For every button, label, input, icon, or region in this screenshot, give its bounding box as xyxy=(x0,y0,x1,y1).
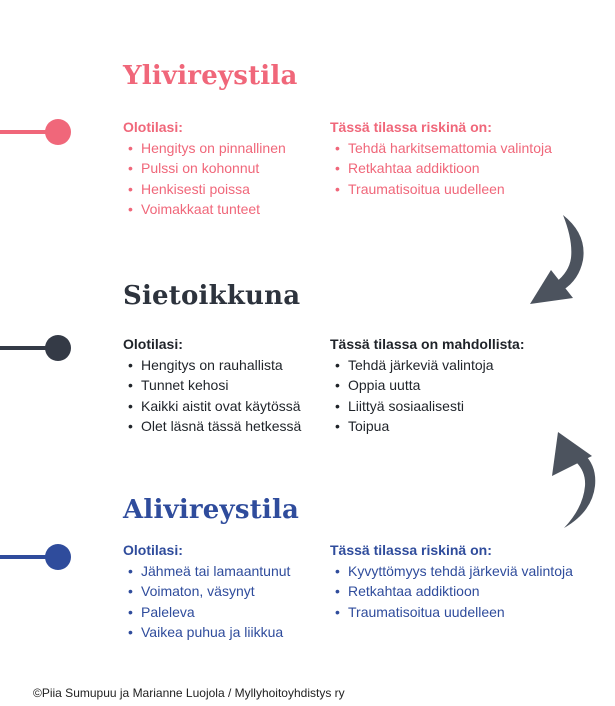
list-item: Oppia uutta xyxy=(330,375,525,396)
list-item: Vaikea puhua ja liikkua xyxy=(123,622,290,643)
state-column: Olotilasi: Hengitys on rauhallista Tunne… xyxy=(123,334,301,437)
list-item: Liittyä sosiaalisesti xyxy=(330,396,525,417)
curved-arrow-up-icon xyxy=(552,432,596,528)
state-list: Hengitys on pinnallinen Pulssi on kohonn… xyxy=(123,138,286,220)
risk-list: Kyvyttömyys tehdä järkeviä valintoja Ret… xyxy=(330,561,573,623)
risk-column: Tässä tilassa riskinä on: Kyvyttömyys te… xyxy=(330,540,573,622)
section-title: Sietoikkuna xyxy=(123,281,301,311)
list-item: Jähmeä tai lamaantunut xyxy=(123,561,290,582)
level-marker-hypo xyxy=(0,544,71,570)
state-list: Hengitys on rauhallista Tunnet kehosi Ka… xyxy=(123,355,301,437)
list-item: Hengitys on rauhallista xyxy=(123,355,301,376)
possibility-list: Tehdä järkeviä valintoja Oppia uutta Lii… xyxy=(330,355,525,437)
list-item: Kyvyttömyys tehdä järkeviä valintoja xyxy=(330,561,573,582)
section-title: Ylivireystila xyxy=(123,61,298,91)
state-column: Olotilasi: Hengitys on pinnallinen Pulss… xyxy=(123,117,286,220)
list-item: Retkahtaa addiktioon xyxy=(330,158,552,179)
state-heading: Olotilasi: xyxy=(123,336,183,352)
possibility-heading: Tässä tilassa on mahdollista: xyxy=(330,336,525,352)
list-item: Traumatisoitua uudelleen xyxy=(330,179,552,200)
risk-heading: Tässä tilassa riskinä on: xyxy=(330,119,492,135)
list-item: Toipua xyxy=(330,416,525,437)
level-marker-window xyxy=(0,335,71,361)
list-item: Tunnet kehosi xyxy=(123,375,301,396)
list-item: Voimakkaat tunteet xyxy=(123,199,286,220)
list-item: Henkisesti poissa xyxy=(123,179,286,200)
state-heading: Olotilasi: xyxy=(123,542,183,558)
list-item: Voimaton, väsynyt xyxy=(123,581,290,602)
state-list: Jähmeä tai lamaantunut Voimaton, väsynyt… xyxy=(123,561,290,643)
risk-column: Tässä tilassa riskinä on: Tehdä harkitse… xyxy=(330,117,552,199)
list-item: Tehdä järkeviä valintoja xyxy=(330,355,525,376)
list-item: Hengitys on pinnallinen xyxy=(123,138,286,159)
state-heading: Olotilasi: xyxy=(123,119,183,135)
level-marker-hyper xyxy=(0,119,71,145)
list-item: Olet läsnä tässä hetkessä xyxy=(123,416,301,437)
risk-heading: Tässä tilassa riskinä on: xyxy=(330,542,492,558)
list-item: Kaikki aistit ovat käytössä xyxy=(123,396,301,417)
copyright-footer: ©Piia Sumupuu ja Marianne Luojola / Myll… xyxy=(33,686,345,700)
list-item: Pulssi on kohonnut xyxy=(123,158,286,179)
state-column: Olotilasi: Jähmeä tai lamaantunut Voimat… xyxy=(123,540,290,643)
curved-arrow-down-icon xyxy=(530,215,584,304)
list-item: Retkahtaa addiktioon xyxy=(330,581,573,602)
possibility-column: Tässä tilassa on mahdollista: Tehdä järk… xyxy=(330,334,525,437)
list-item: Tehdä harkitsemattomia valintoja xyxy=(330,138,552,159)
section-title: Alivireystila xyxy=(123,495,300,525)
list-item: Traumatisoitua uudelleen xyxy=(330,602,573,623)
list-item: Paleleva xyxy=(123,602,290,623)
risk-list: Tehdä harkitsemattomia valintoja Retkaht… xyxy=(330,138,552,200)
